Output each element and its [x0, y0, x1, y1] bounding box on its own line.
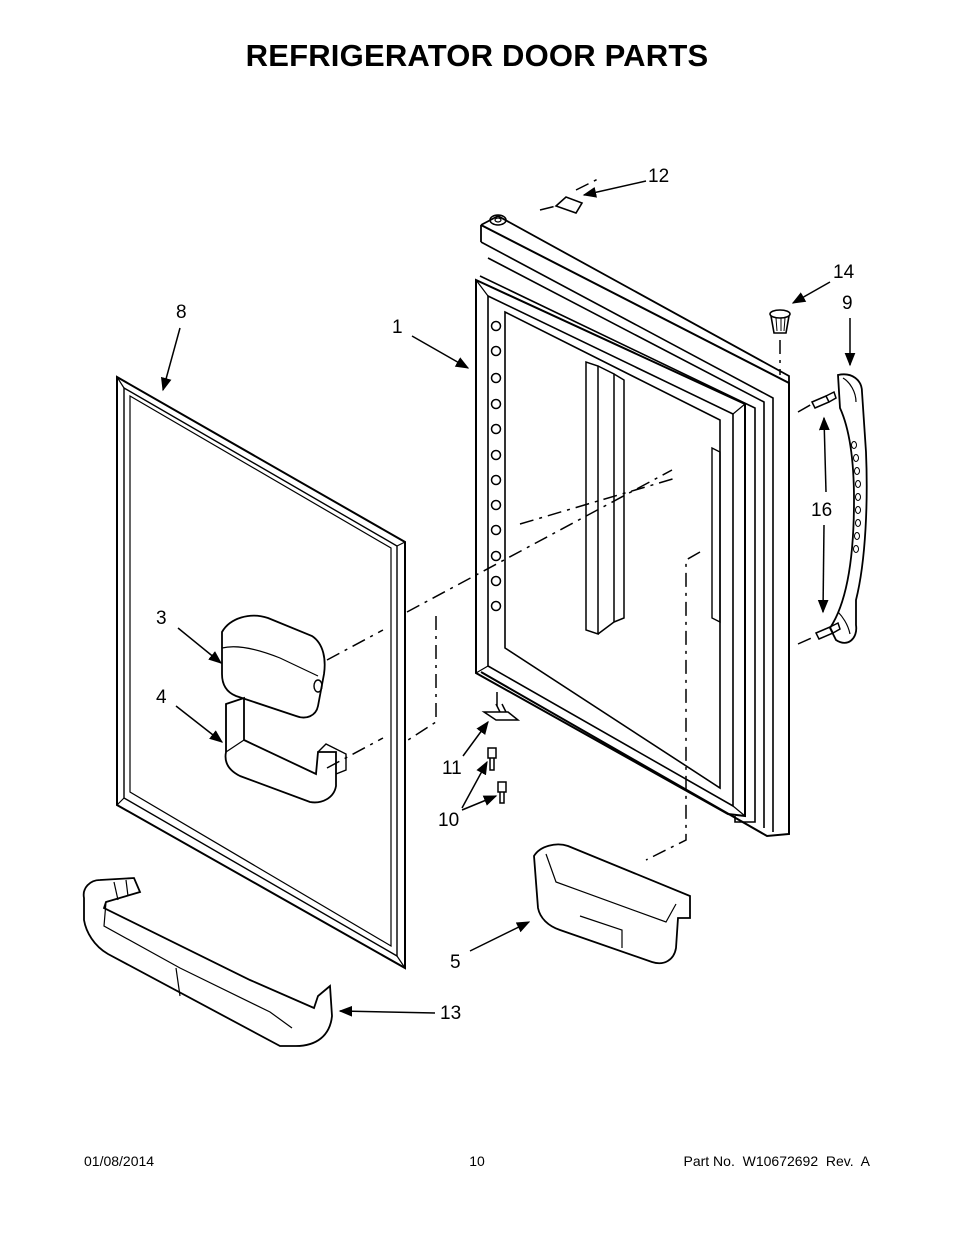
door-handle-part-9 [828, 373, 868, 644]
footer-part-number: Part No. W10672692 Rev. A [683, 1153, 870, 1169]
callout-9: 9 [842, 293, 853, 314]
footer-date: 01/08/2014 [84, 1153, 155, 1169]
door-gasket-part-8 [116, 375, 406, 970]
handle-screws-part-16 [810, 390, 841, 640]
page-title: REFRIGERATOR DOOR PARTS [245, 38, 709, 73]
dairy-door-part-3 [221, 614, 326, 719]
callout-10: 10 [438, 810, 459, 831]
plug-part-14 [769, 309, 791, 334]
callout-8: 8 [176, 302, 187, 323]
callout-5: 5 [450, 952, 461, 973]
lower-bar-part-13 [82, 877, 333, 1047]
callout-14: 14 [833, 262, 855, 283]
footer-page-number: 10 [469, 1153, 485, 1169]
leader-arrows [161, 180, 856, 1017]
callout-11: 11 [442, 758, 462, 779]
callout-13: 13 [440, 1003, 461, 1024]
callout-16: 16 [811, 500, 832, 521]
callout-3: 3 [156, 608, 167, 629]
callout-12: 12 [648, 166, 669, 187]
callout-1: 1 [392, 317, 403, 338]
door-bin-part-5 [533, 843, 691, 965]
assembly-dash-lines [326, 177, 817, 861]
callout-4: 4 [156, 687, 167, 708]
door-assembly-part-1 [475, 214, 790, 838]
dairy-bin-part-4 [224, 696, 347, 804]
bracket-part-11 [481, 703, 521, 721]
screws-part-10 [487, 747, 507, 804]
hinge-cap-part-12 [554, 196, 584, 214]
